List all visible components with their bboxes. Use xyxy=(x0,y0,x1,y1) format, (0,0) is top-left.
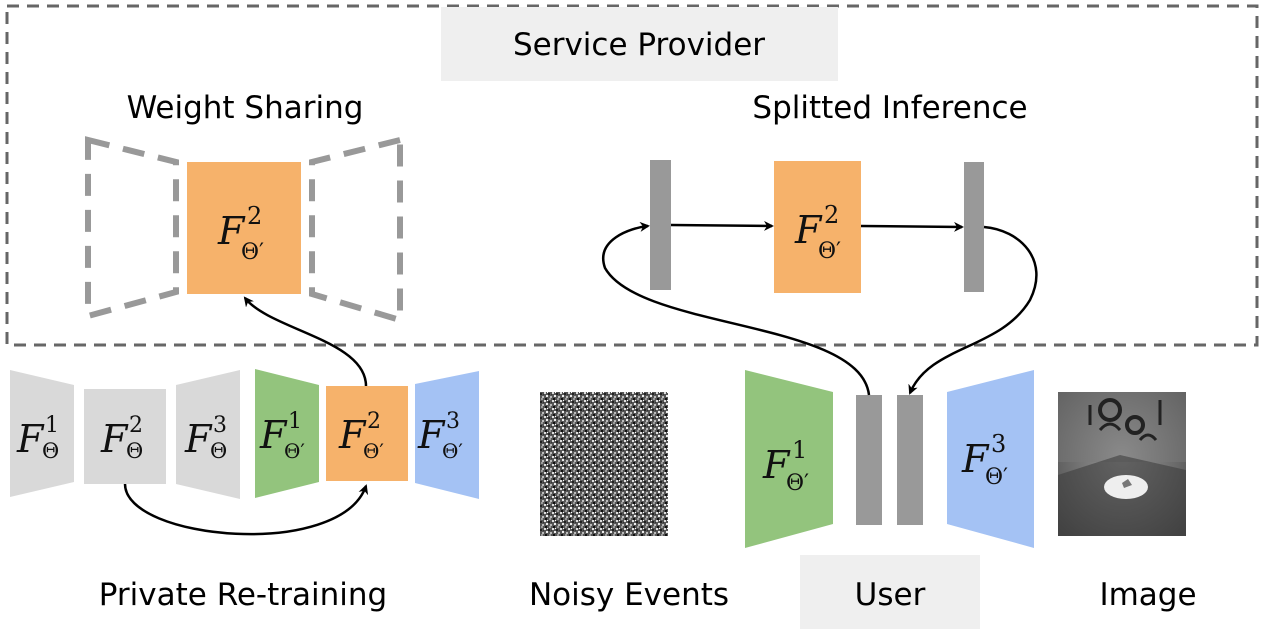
weight-sharing-label: Weight Sharing xyxy=(127,90,364,126)
noisy-events-image xyxy=(540,392,668,536)
retraining-block-green-encoder: F 1 Θ′ xyxy=(255,369,319,498)
inference-shared-block: F 2 Θ′ xyxy=(774,161,861,293)
svg-text:1: 1 xyxy=(288,409,302,434)
arrow-bar-to-block xyxy=(670,220,774,231)
svg-text:F: F xyxy=(259,413,288,457)
weight-sharing-encoder-ghost xyxy=(85,136,179,320)
svg-text:1: 1 xyxy=(792,436,807,464)
user-label: User xyxy=(855,577,926,613)
svg-text:3: 3 xyxy=(213,413,227,438)
svg-text:Θ′: Θ′ xyxy=(241,240,264,265)
svg-text:Θ′: Θ′ xyxy=(818,239,841,264)
svg-text:2: 2 xyxy=(824,201,839,229)
svg-text:Θ′: Θ′ xyxy=(284,439,305,463)
arrow-block-to-bar xyxy=(860,221,964,232)
svg-text:F: F xyxy=(16,417,45,461)
svg-text:3: 3 xyxy=(991,430,1006,458)
retraining-block-gray-2: F 2 Θ xyxy=(84,389,166,484)
svg-text:Θ′: Θ′ xyxy=(363,439,384,463)
retraining-block-gray-3: F 3 Θ xyxy=(176,370,240,499)
splitted-inference-label: Splitted Inference xyxy=(752,90,1027,126)
service-provider-label-box: Service Provider xyxy=(441,7,838,81)
svg-text:F: F xyxy=(184,417,213,461)
private-retraining-label: Private Re-training xyxy=(99,577,387,613)
inference-feature-bar-left xyxy=(650,160,671,290)
noisy-events-label: Noisy Events xyxy=(529,577,729,613)
svg-text:2: 2 xyxy=(367,409,381,434)
user-decoder-block xyxy=(947,370,1034,548)
svg-text:F: F xyxy=(794,208,823,252)
arrow-share-weights-up xyxy=(243,296,368,387)
retraining-block-blue-decoder: F 3 Θ′ xyxy=(415,371,479,499)
svg-text:F: F xyxy=(338,413,367,457)
weight-sharing-shared-block: F 2 Θ′ xyxy=(187,162,301,294)
retraining-block-gray-1: F 1 Θ xyxy=(10,370,74,497)
svg-text:F: F xyxy=(100,417,129,461)
svg-text:F: F xyxy=(762,443,791,487)
user-feature-bar-out xyxy=(856,395,882,525)
svg-text:Θ′: Θ′ xyxy=(442,439,463,463)
svg-text:2: 2 xyxy=(129,413,143,438)
svg-text:1: 1 xyxy=(45,413,59,438)
svg-text:3: 3 xyxy=(446,409,460,434)
user-feature-bar-in xyxy=(897,395,923,525)
user-label-box: User xyxy=(800,555,980,629)
svg-text:Θ′: Θ′ xyxy=(786,471,809,496)
svg-text:Θ: Θ xyxy=(126,439,143,463)
arrow-replace-shared-block xyxy=(123,483,369,536)
arrow-user-to-server xyxy=(602,221,871,396)
image-label: Image xyxy=(1099,577,1196,613)
weight-sharing-decoder-ghost xyxy=(309,136,403,325)
svg-text:Θ: Θ xyxy=(210,439,227,463)
arrow-server-to-user xyxy=(908,225,1038,395)
user-encoder-block xyxy=(745,370,833,548)
svg-text:2: 2 xyxy=(247,202,262,230)
inference-feature-bar-right xyxy=(964,162,984,292)
svg-text:Θ′: Θ′ xyxy=(985,465,1008,490)
service-provider-region xyxy=(5,4,1259,347)
svg-text:F: F xyxy=(417,413,446,457)
retraining-block-orange-shared: F 2 Θ′ xyxy=(326,386,408,481)
reconstructed-image xyxy=(1058,392,1186,536)
svg-text:Θ: Θ xyxy=(42,439,59,463)
svg-text:F: F xyxy=(961,437,990,481)
service-provider-label: Service Provider xyxy=(513,27,765,63)
svg-text:F: F xyxy=(217,209,246,253)
